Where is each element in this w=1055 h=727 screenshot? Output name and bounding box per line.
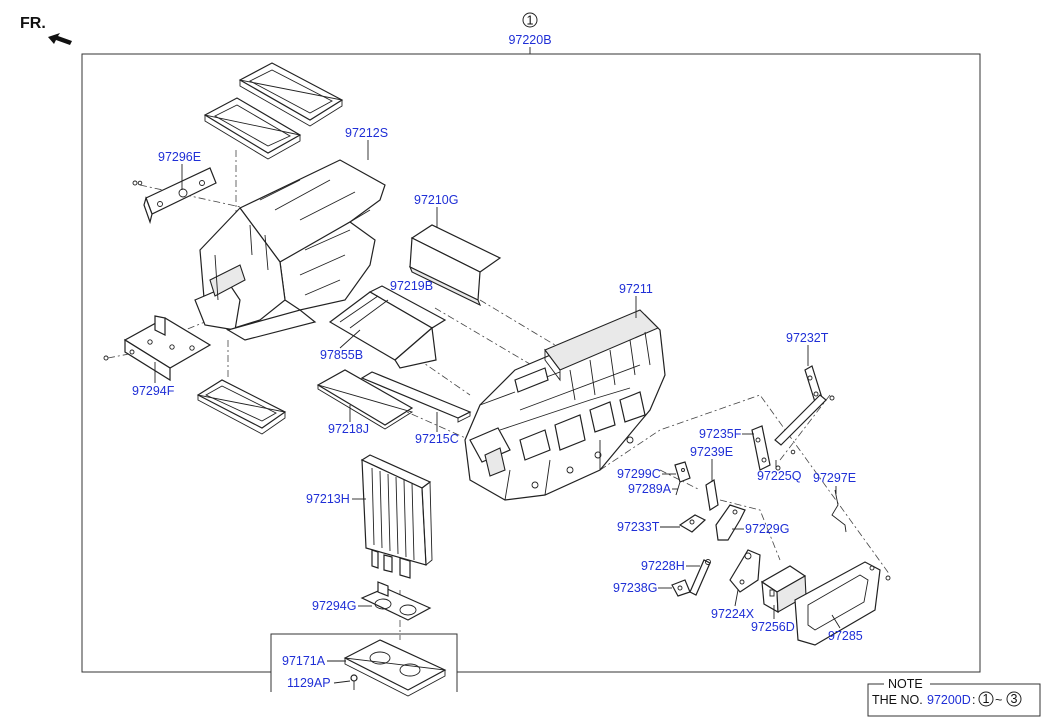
label-97224X: 97224X [711, 607, 755, 621]
leader-97224X [734, 589, 739, 607]
note-circle-start [978, 691, 994, 707]
label-97855B: 97855B [320, 348, 363, 362]
cover-97210G [408, 224, 502, 307]
centerline [599, 394, 891, 576]
note-range-end: 3 [1011, 692, 1018, 706]
heater-core-97213H [360, 454, 433, 579]
screw-icon [137, 180, 143, 186]
assembly-code-label: 97220B [508, 33, 551, 47]
lever-97239E [705, 479, 719, 511]
plate-97171A [343, 639, 447, 697]
bracket-97296E [132, 167, 217, 225]
sub-assembly-frame [270, 633, 458, 692]
label-97229G: 97229G [745, 522, 789, 536]
label-97285: 97285 [828, 629, 863, 643]
centerline [404, 349, 471, 396]
label-97296E: 97296E [158, 150, 201, 164]
note-box [867, 683, 1041, 717]
bracket-97294F [103, 315, 212, 382]
label-97171A: 97171A [282, 654, 326, 668]
leader-1129AP [333, 680, 351, 684]
circle-number-badge [522, 12, 538, 28]
rod-97228H [689, 559, 711, 596]
cover-97285 [794, 561, 891, 646]
label-97238G: 97238G [613, 581, 657, 595]
centerline [779, 394, 831, 461]
plate-97215C [360, 371, 472, 423]
filter-97219B [328, 285, 447, 369]
note-circle-end [1006, 691, 1022, 707]
lever-97224X [729, 549, 761, 593]
seal-gasket-lower [203, 97, 302, 160]
circle-number-text: 1 [527, 14, 534, 28]
label-97232T: 97232T [786, 331, 829, 345]
label-97289A: 97289A [628, 482, 672, 496]
lever-97235F [751, 425, 781, 471]
bracket-97299C [674, 461, 691, 496]
centerline [397, 407, 471, 441]
label-97228H: 97228H [641, 559, 685, 573]
lever-97232T [774, 365, 835, 446]
label-97225Q: 97225Q [757, 469, 802, 483]
label-97218J: 97218J [328, 422, 369, 436]
label-97299C: 97299C [617, 467, 661, 481]
link-97297E [831, 489, 847, 533]
duct-housing-97212S [194, 159, 386, 341]
assembly-frame [81, 53, 981, 673]
lever-97238G [671, 579, 691, 597]
screw-icon [790, 449, 796, 455]
centerline [719, 499, 781, 561]
label-97233T: 97233T [617, 520, 660, 534]
label-97256D: 97256D [751, 620, 795, 634]
label-97211: 97211 [619, 282, 653, 296]
note-colon: : [972, 693, 975, 707]
leader-97855B [339, 329, 361, 349]
main-case-97211 [464, 309, 666, 501]
drain-97294G [360, 581, 432, 621]
label-97294F: 97294F [132, 384, 175, 398]
note-tilde: ~ [995, 693, 1002, 707]
label-97239E: 97239E [690, 445, 733, 459]
leader-97285 [831, 614, 841, 629]
plate-97218J [316, 369, 414, 430]
label-97294G: 97294G [312, 599, 356, 613]
centerline [479, 299, 556, 346]
label-97213H: 97213H [306, 492, 350, 506]
seal-gasket-upper [238, 62, 344, 127]
note-range-start: 1 [983, 692, 990, 706]
label-97219B: 97219B [390, 279, 433, 293]
label-97297E: 97297E [813, 471, 856, 485]
filter-frame [196, 379, 287, 435]
note-prefix: THE NO. [872, 693, 923, 707]
front-arrow-icon [48, 33, 72, 45]
note-code: 97200D [927, 693, 971, 707]
note-title: NOTE [888, 677, 923, 691]
lever-97233T [678, 514, 707, 533]
screw-1129AP [350, 674, 358, 690]
front-direction-label: FR. [20, 15, 46, 32]
label-97210G: 97210G [414, 193, 458, 207]
label-97212S: 97212S [345, 126, 388, 140]
lever-97229G [715, 504, 746, 541]
label-97215C: 97215C [415, 432, 459, 446]
label-97235F: 97235F [699, 427, 742, 441]
label-1129AP: 1129AP [287, 676, 331, 690]
centerline [434, 307, 541, 371]
